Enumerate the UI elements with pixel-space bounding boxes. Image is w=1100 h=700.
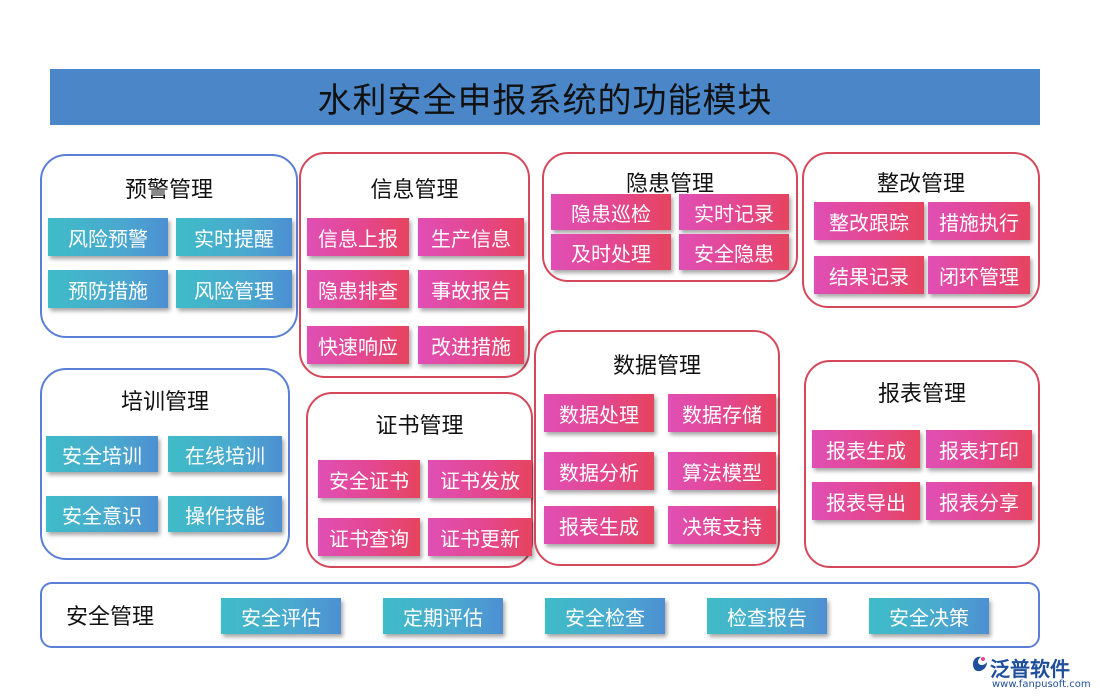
group-data: 数据管理 数据处理 数据存储 数据分析 算法模型 报表生成 决策支持 <box>534 330 780 566</box>
item-operation-skill[interactable]: 操作技能 <box>168 496 282 532</box>
item-accident-report[interactable]: 事故报告 <box>418 270 524 308</box>
item-result-record[interactable]: 结果记录 <box>814 256 924 294</box>
item-risk-management[interactable]: 风险管理 <box>176 270 292 308</box>
item-report-generate[interactable]: 报表生成 <box>544 506 654 544</box>
group-title: 培训管理 <box>120 390 209 415</box>
group-warning: 预警管理 风险预警 实时提醒 预防措施 风险管理 <box>40 154 298 338</box>
item-certificate-update[interactable]: 证书更新 <box>428 518 532 556</box>
item-report-print[interactable]: 报表打印 <box>926 430 1032 468</box>
item-data-storage[interactable]: 数据存储 <box>668 394 776 432</box>
group-title: 数据管理 <box>612 354 701 379</box>
item-safety-awareness[interactable]: 安全意识 <box>46 496 158 532</box>
item-algorithm-model[interactable]: 算法模型 <box>668 452 776 490</box>
item-risk-warning[interactable]: 风险预警 <box>48 218 168 256</box>
group-title: 隐患管理 <box>625 172 714 197</box>
page-title: 水利安全申报系统的功能模块 <box>50 69 1040 125</box>
item-report-create[interactable]: 报表生成 <box>812 430 920 468</box>
brand-logo: 泛普软件 www.fanpusoft.com <box>970 651 1095 695</box>
item-production-info[interactable]: 生产信息 <box>418 218 524 256</box>
item-report-share[interactable]: 报表分享 <box>926 482 1032 520</box>
item-improvement[interactable]: 改进措施 <box>418 326 524 364</box>
item-inspection-report[interactable]: 检查报告 <box>707 598 827 634</box>
item-online-training[interactable]: 在线培训 <box>168 436 282 472</box>
item-data-processing[interactable]: 数据处理 <box>544 394 654 432</box>
group-report: 报表管理 报表生成 报表打印 报表导出 报表分享 <box>804 360 1040 568</box>
item-info-report[interactable]: 信息上报 <box>307 218 409 256</box>
group-title: 信息管理 <box>370 178 459 203</box>
group-training: 培训管理 安全培训 在线培训 安全意识 操作技能 <box>40 368 290 560</box>
item-timely-handling[interactable]: 及时处理 <box>551 234 671 270</box>
group-title: 预警管理 <box>124 178 213 203</box>
group-certificate: 证书管理 安全证书 证书发放 证书查询 证书更新 <box>306 392 533 568</box>
item-safety-training[interactable]: 安全培训 <box>46 436 158 472</box>
item-safety-certificate[interactable]: 安全证书 <box>318 460 420 498</box>
item-certificate-query[interactable]: 证书查询 <box>318 518 420 556</box>
item-prevention[interactable]: 预防措施 <box>48 270 168 308</box>
item-decision-support[interactable]: 决策支持 <box>668 506 776 544</box>
group-info: 信息管理 信息上报 生产信息 隐患排查 事故报告 快速响应 改进措施 <box>299 152 530 378</box>
group-rectification: 整改管理 整改跟踪 措施执行 结果记录 闭环管理 <box>802 152 1040 308</box>
item-closed-loop[interactable]: 闭环管理 <box>928 256 1030 294</box>
group-title: 证书管理 <box>375 414 464 439</box>
logo-icon <box>973 656 987 672</box>
logo-name: 泛普软件 <box>990 657 1070 681</box>
logo-url: www.fanpusoft.com <box>992 679 1091 690</box>
item-report-export[interactable]: 报表导出 <box>812 482 920 520</box>
item-measure-execution[interactable]: 措施执行 <box>928 202 1030 240</box>
group-hazard: 隐患管理 隐患巡检 实时记录 及时处理 安全隐患 <box>542 152 798 282</box>
group-title: 报表管理 <box>877 382 966 407</box>
item-safety-inspection[interactable]: 安全检查 <box>545 598 665 634</box>
item-safety-hazard[interactable]: 安全隐患 <box>679 234 789 270</box>
item-safety-assessment[interactable]: 安全评估 <box>221 598 341 634</box>
item-quick-response[interactable]: 快速响应 <box>307 326 409 364</box>
item-rectify-tracking[interactable]: 整改跟踪 <box>814 202 924 240</box>
item-hazard-check[interactable]: 隐患排查 <box>307 270 409 308</box>
item-realtime-reminder[interactable]: 实时提醒 <box>176 218 292 256</box>
group-title: 整改管理 <box>876 172 965 197</box>
item-data-analysis[interactable]: 数据分析 <box>544 452 654 490</box>
item-hazard-patrol[interactable]: 隐患巡检 <box>551 194 671 230</box>
item-certificate-issue[interactable]: 证书发放 <box>428 460 532 498</box>
item-periodic-assessment[interactable]: 定期评估 <box>383 598 503 634</box>
safety-label: 安全管理 <box>66 605 155 630</box>
item-realtime-record[interactable]: 实时记录 <box>679 194 789 230</box>
item-safety-decision[interactable]: 安全决策 <box>869 598 989 634</box>
